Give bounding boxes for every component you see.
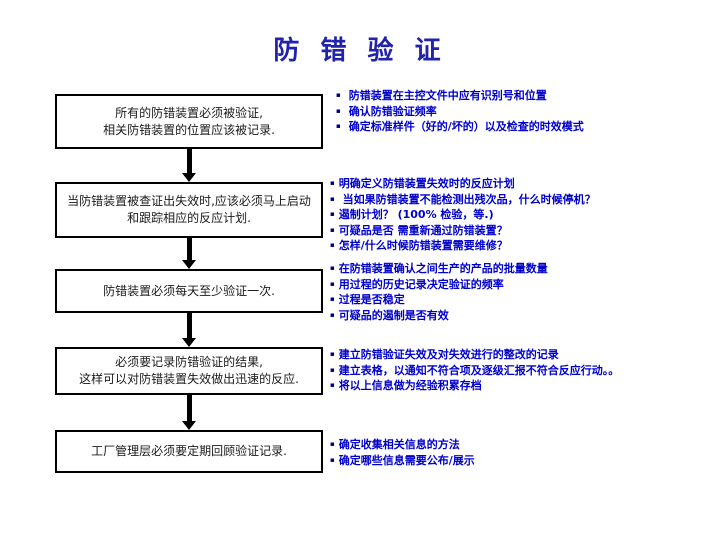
- arrow-head: [182, 260, 196, 269]
- list-item: ▪建立表格，以通知不符合项及逐级汇报不符合反应行动。。: [330, 363, 718, 379]
- bullet-text: 确定标准样件（好的/坏的）以及检查的时效模式: [348, 120, 584, 133]
- list-item: ▪可疑品是否 需重新通过防错装置？: [330, 223, 718, 239]
- flow-arrow-down-icon: [182, 313, 196, 347]
- bullet-group: ▪建立防错验证失效及对失效进行的整改的记录▪建立表格，以通知不符合项及逐级汇报不…: [330, 347, 718, 394]
- bullet-text: 在防错装置确认之间生产的产品的批量数量: [338, 262, 548, 275]
- list-item: ▪建立防错验证失效及对失效进行的整改的记录: [330, 347, 718, 363]
- bullet-icon: ▪: [330, 295, 335, 303]
- flow-box: 当防错装置被查证出失效时,应该必须马上启动和跟踪相应的反应计划.: [55, 182, 323, 238]
- bullet-icon: ▪: [330, 455, 335, 464]
- bullet-icon: ▪: [330, 264, 335, 272]
- flow-box-text: 防错装置必须每天至少验证一次.: [103, 283, 275, 298]
- bullet-text: 确定哪些信息需要公布/展示: [338, 453, 475, 467]
- bullet-text: 将以上信息做为经验积累存档: [338, 379, 482, 392]
- list-item: ▪可疑品的遏制是否有效: [330, 308, 718, 324]
- flow-box-text: 必须要记录防错验证的结果, 这样可以对防错装置失效做出迅速的反应.: [79, 355, 299, 386]
- flow-arrow-down-icon: [182, 395, 196, 430]
- flow-arrow-down-icon: [182, 149, 196, 182]
- bullet-icon: ▪: [330, 194, 335, 203]
- bullet-icon: ▪: [336, 106, 341, 115]
- arrow-head: [182, 173, 196, 182]
- arrow-shaft: [186, 313, 192, 338]
- arrow-head: [182, 338, 196, 347]
- bullet-group: ▪明确定义防错装置失效时的反应计划▪ 当如果防错装置不能检测出残次品，什么时候停…: [330, 176, 718, 254]
- list-item: ▪ 确定标准样件（好的/坏的）以及检查的时效模式: [336, 119, 720, 135]
- arrow-shaft: [186, 238, 192, 260]
- flow-box: 所有的防错装置必须被验证, 相关防错装置的位置应该被记录.: [55, 94, 323, 149]
- bullet-text: 确认防错验证频率: [348, 104, 437, 118]
- bullet-text: 怎样/什么时候防错装置需要维修？: [338, 239, 508, 252]
- list-item: ▪遏制计划？ (100% 检验，等.): [330, 207, 718, 223]
- list-item: ▪确定哪些信息需要公布/展示: [330, 453, 718, 469]
- bullet-text: 用过程的历史记录决定验证的频率: [338, 277, 504, 291]
- flow-box: 防错装置必须每天至少验证一次.: [55, 269, 323, 313]
- bullet-icon: ▪: [330, 440, 335, 448]
- flow-box: 工厂管理层必须要定期回顾验证记录.: [55, 430, 323, 473]
- bullet-text: 当如果防错装置不能检测出残次品，什么时候停机？: [338, 192, 596, 206]
- flow-box-text: 当防错装置被查证出失效时,应该必须马上启动和跟踪相应的反应计划.: [67, 194, 311, 225]
- list-item: ▪ 确认防错验证频率: [336, 104, 720, 120]
- bullet-group: ▪确定收集相关信息的方法▪确定哪些信息需要公布/展示: [330, 437, 718, 468]
- bullet-text: 过程是否稳定: [338, 293, 405, 306]
- flow-box-text: 所有的防错装置必须被验证, 相关防错装置的位置应该被记录.: [103, 105, 275, 137]
- list-item: ▪过程是否稳定: [330, 292, 718, 308]
- list-item: ▪在防错装置确认之间生产的产品的批量数量: [330, 261, 718, 277]
- bullet-text: 遏制计划？ (100% 检验，等.): [338, 208, 494, 221]
- arrow-shaft: [186, 149, 192, 173]
- bullet-text: 防错装置在主控文件中应有识别号和位置: [348, 89, 547, 102]
- flow-box-text: 工厂管理层必须要定期回顾验证记录.: [91, 444, 287, 458]
- bullet-text: 建立防错验证失效及对失效进行的整改的记录: [338, 348, 559, 361]
- bullet-text: 建立表格，以通知不符合项及逐级汇报不符合反应行动。。: [338, 363, 620, 377]
- bullet-icon: ▪: [330, 310, 335, 319]
- arrow-shaft: [186, 395, 192, 421]
- list-item: ▪ 防错装置在主控文件中应有识别号和位置: [336, 88, 720, 104]
- bullet-icon: ▪: [330, 365, 335, 374]
- bullet-group: ▪在防错装置确认之间生产的产品的批量数量▪用过程的历史记录决定验证的频率▪过程是…: [330, 261, 718, 323]
- bullet-text: 可疑品的遏制是否有效: [338, 308, 449, 322]
- bullet-icon: ▪: [330, 279, 335, 288]
- flow-arrow-down-icon: [182, 238, 196, 269]
- list-item: ▪明确定义防错装置失效时的反应计划: [330, 176, 718, 192]
- bullet-icon: ▪: [336, 122, 341, 130]
- list-item: ▪用过程的历史记录决定验证的频率: [330, 277, 718, 293]
- bullet-group: ▪ 防错装置在主控文件中应有识别号和位置 ▪ 确认防错验证频率 ▪ 确定标准样件（好的/坏…: [336, 88, 720, 135]
- bullet-icon: ▪: [336, 91, 341, 99]
- arrow-head: [182, 421, 196, 430]
- list-item: ▪ 当如果防错装置不能检测出残次品，什么时候停机？: [330, 192, 718, 208]
- list-item: ▪确定收集相关信息的方法: [330, 437, 718, 453]
- bullet-icon: ▪: [330, 350, 335, 358]
- bullet-text: 可疑品是否 需重新通过防错装置？: [338, 223, 508, 237]
- page-title: 防 错 验 证: [273, 36, 447, 66]
- bullet-icon: ▪: [330, 381, 335, 389]
- bullet-text: 明确定义防错装置失效时的反应计划: [338, 177, 515, 190]
- bullet-icon: ▪: [330, 179, 335, 187]
- bullet-text: 确定收集相关信息的方法: [338, 438, 460, 451]
- bullet-icon: ▪: [330, 225, 335, 234]
- bullet-icon: ▪: [330, 241, 335, 249]
- list-item: ▪将以上信息做为经验积累存档: [330, 378, 718, 394]
- flow-box: 必须要记录防错验证的结果, 这样可以对防错装置失效做出迅速的反应.: [55, 347, 323, 395]
- bullet-icon: ▪: [330, 210, 335, 218]
- list-item: ▪怎样/什么时候防错装置需要维修？: [330, 238, 718, 254]
